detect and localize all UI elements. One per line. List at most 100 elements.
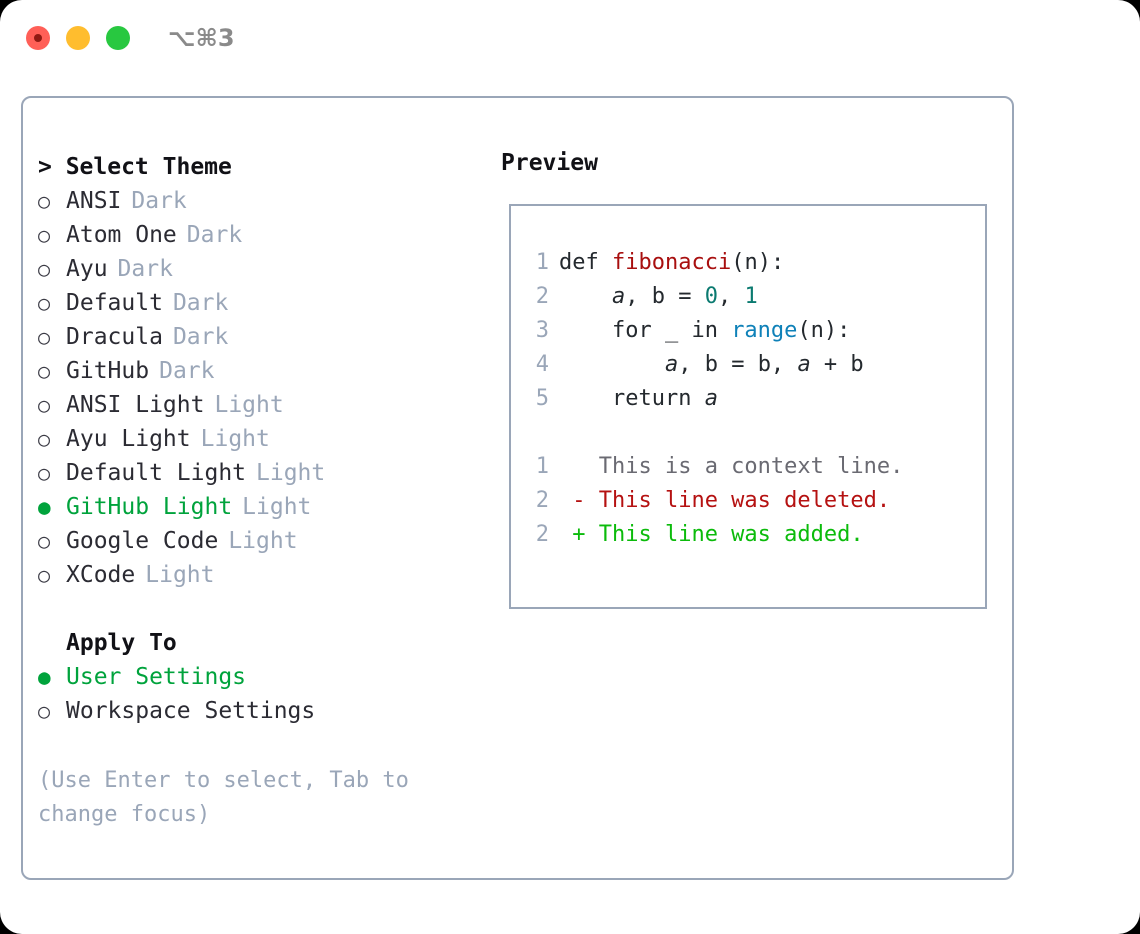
- theme-item-label: Dracula: [66, 324, 163, 350]
- code-line-number: 1: [535, 250, 549, 275]
- theme-item-default-light[interactable]: ○ Default Light Light: [38, 456, 488, 490]
- theme-item-variant-tag: Light: [200, 426, 270, 452]
- apply-to-header-marker: ○: [38, 626, 66, 660]
- apply-to-list[interactable]: ● User Settings ○ Workspace Settings: [38, 660, 488, 728]
- diff-line-number: 2: [535, 522, 549, 547]
- apply-to-item-label: User Settings: [66, 664, 247, 690]
- code-line: 2 a, b = 0, 1: [523, 280, 903, 314]
- radio-unselected-icon: ○: [38, 699, 51, 723]
- theme-item-variant-tag: Dark: [172, 290, 229, 316]
- radio-selected-icon: ●: [38, 495, 51, 519]
- code-token: 1: [744, 284, 758, 309]
- apply-to-item-workspace-settings[interactable]: ○ Workspace Settings: [38, 694, 488, 728]
- theme-item-google-code[interactable]: ○ Google Code Light: [38, 524, 488, 558]
- diff-line-del: 2 - This line was deleted.: [523, 484, 903, 518]
- apply-to-header-label: Apply To: [66, 630, 177, 656]
- code-token: b: [651, 284, 665, 309]
- code-token: =: [664, 284, 705, 309]
- theme-item-label: XCode: [66, 562, 136, 588]
- theme-item-label: Default Light: [66, 460, 247, 486]
- theme-item-ansi-light[interactable]: ○ ANSI Light Light: [38, 388, 488, 422]
- radio-unselected-icon: ○: [38, 359, 51, 383]
- code-token: [559, 352, 665, 377]
- code-diff-separator: [523, 416, 903, 450]
- close-window-button[interactable]: [26, 26, 50, 50]
- maximize-window-button[interactable]: [106, 26, 130, 50]
- theme-item-xcode[interactable]: ○ XCode Light: [38, 558, 488, 592]
- diff-line-ctx: 1 This is a context line.: [523, 450, 904, 484]
- code-token: return: [559, 386, 705, 411]
- keyboard-shortcut-label: ⌥⌘3: [168, 24, 235, 52]
- code-token: a: [704, 386, 718, 411]
- theme-item-label: GitHub: [66, 358, 150, 384]
- diff-line-text: - This line was deleted.: [559, 488, 891, 513]
- keyboard-hint-text: (Use Enter to select, Tab to change focu…: [38, 768, 409, 827]
- theme-item-variant-tag: Light: [145, 562, 215, 588]
- apply-to-header: ○Apply To: [38, 626, 488, 660]
- radio-unselected-icon: ○: [38, 257, 51, 281]
- theme-item-ayu[interactable]: ○ Ayu Dark: [38, 252, 488, 286]
- theme-item-github[interactable]: ○ GitHub Dark: [38, 354, 488, 388]
- theme-list-header: > Select Theme: [38, 150, 488, 184]
- theme-item-variant-tag: Light: [256, 460, 326, 486]
- radio-unselected-icon: ○: [38, 223, 51, 247]
- code-token: a: [664, 352, 679, 377]
- code-token: , b = b,: [678, 352, 798, 377]
- code-token: ,: [625, 284, 652, 309]
- theme-item-label: GitHub Light: [66, 494, 233, 520]
- theme-item-variant-tag: Dark: [131, 188, 187, 214]
- radio-unselected-icon: ○: [38, 563, 51, 587]
- code-line: 4 a, b = b, a + b: [523, 348, 903, 382]
- theme-item-variant-tag: Dark: [172, 324, 229, 350]
- theme-item-variant-tag: Dark: [117, 256, 173, 282]
- theme-item-label: Ayu: [66, 256, 108, 282]
- theme-item-variant-tag: Light: [242, 494, 312, 520]
- code-token: fibonacci: [611, 250, 732, 275]
- list-spacer: [38, 592, 488, 626]
- minimize-window-button[interactable]: [66, 26, 90, 50]
- theme-item-variant-tag: Dark: [159, 358, 215, 384]
- code-token: a: [611, 284, 626, 309]
- code-line-number: 4: [535, 352, 549, 377]
- code-token: + b: [810, 352, 864, 377]
- theme-item-label: Google Code: [66, 528, 219, 554]
- theme-item-variant-tag: Light: [214, 392, 284, 418]
- diff-line-text: This is a context line.: [559, 454, 904, 479]
- theme-item-github-light[interactable]: ● GitHub Light Light: [38, 490, 488, 524]
- code-token: for _ in: [559, 318, 732, 343]
- code-token: range: [731, 318, 798, 343]
- radio-unselected-icon: ○: [38, 461, 51, 485]
- radio-unselected-icon: ○: [38, 393, 51, 417]
- theme-item-label: Atom One: [66, 222, 177, 248]
- theme-item-label: Default: [66, 290, 163, 316]
- theme-item-variant-tag: Light: [228, 528, 298, 554]
- apply-to-item-label: Workspace Settings: [66, 698, 316, 724]
- preview-title: Preview: [501, 150, 598, 176]
- code-token: ,: [717, 284, 745, 309]
- theme-list-header-label: > Select Theme: [38, 154, 232, 180]
- radio-unselected-icon: ○: [38, 427, 51, 451]
- theme-item-label: ANSI Light: [66, 392, 205, 418]
- radio-unselected-icon: ○: [38, 529, 51, 553]
- diff-line-add: 2 + This line was added.: [523, 518, 903, 552]
- radio-selected-icon: ●: [38, 665, 51, 689]
- diff-line-text: + This line was added.: [559, 522, 864, 547]
- code-line-number: 3: [535, 318, 549, 343]
- apply-to-item-user-settings[interactable]: ● User Settings: [38, 660, 488, 694]
- title-bar: ⌥⌘3: [0, 0, 1140, 78]
- code-line: 5 return a: [523, 382, 903, 416]
- code-line-number: 2: [535, 284, 549, 309]
- code-line: 3 for _ in range(n):: [523, 314, 903, 348]
